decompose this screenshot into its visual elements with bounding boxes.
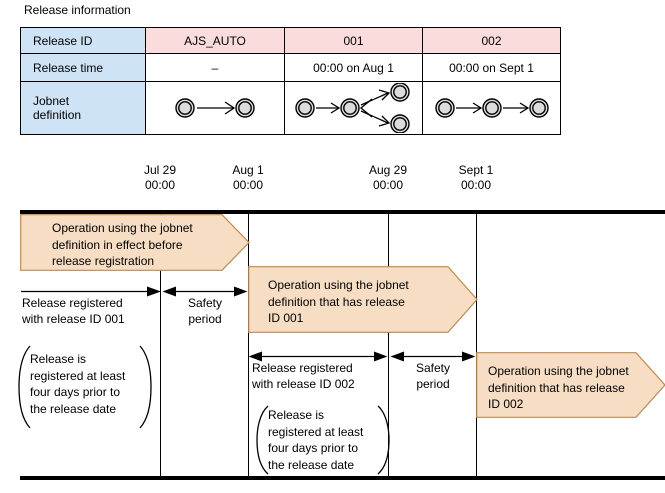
measure-label-release-001: Release registered with release ID 001 bbox=[22, 296, 125, 326]
table-row-release-time: Release time – 00:00 on Aug 1 00:00 on S… bbox=[20, 53, 561, 82]
cell-release-time-001: 00:00 on Aug 1 bbox=[284, 53, 423, 82]
note-parentheses-2 bbox=[256, 405, 390, 475]
measure-arrow-release-002 bbox=[248, 351, 388, 362]
note-text-2: Release is registered at least four days… bbox=[268, 408, 364, 472]
tick-date-sept-1: Sept 1 bbox=[458, 163, 494, 177]
tick-time-jul-29: 00:00 bbox=[144, 178, 176, 192]
cell-jobnet-ajs-auto bbox=[145, 81, 285, 135]
tick-label-sept-1: Sept 1 00:00 bbox=[441, 163, 511, 193]
banner-operation-release-002: Operation using the jobnet definition th… bbox=[476, 352, 665, 418]
table-row-release-id: Release ID AJS_AUTO 001 002 bbox=[20, 27, 561, 54]
gridline-aug-29 bbox=[388, 214, 389, 477]
gridline-aug-1 bbox=[248, 214, 249, 477]
cell-release-time-002: 00:00 on Sept 1 bbox=[422, 53, 561, 82]
banner-text-2: Operation using the jobnet definition th… bbox=[268, 278, 409, 325]
tick-label-aug-1: Aug 1 00:00 bbox=[213, 163, 283, 193]
tick-label-jul-29: Jul 29 00:00 bbox=[125, 163, 195, 193]
measure-arrow-release-001 bbox=[20, 286, 162, 297]
cell-release-time-ajs-auto: – bbox=[145, 53, 285, 82]
tick-time-aug-29: 00:00 bbox=[372, 178, 404, 192]
tick-date-aug-29: Aug 29 bbox=[368, 163, 408, 177]
row-header-release-time: Release time bbox=[20, 53, 146, 82]
table-row-jobnet-definition: Jobnet definition bbox=[20, 81, 561, 135]
cell-jobnet-001 bbox=[284, 81, 423, 135]
banner-operation-before-release: Operation using the jobnet definition in… bbox=[20, 214, 250, 271]
row-header-jobnet-definition: Jobnet definition bbox=[20, 81, 146, 135]
note-parentheses-1 bbox=[18, 345, 152, 429]
cell-release-id-ajs-auto: AJS_AUTO bbox=[145, 27, 285, 54]
row-header-jobnet-definition-text: Jobnet definition bbox=[33, 94, 82, 122]
measure-arrow-safety-period-1 bbox=[162, 286, 248, 297]
banner-shape-1 bbox=[20, 214, 250, 271]
jobnet-branch-4-icon bbox=[287, 82, 420, 134]
tick-label-aug-29: Aug 29 00:00 bbox=[353, 163, 423, 193]
banner-text-3: Operation using the jobnet definition th… bbox=[488, 364, 629, 411]
note-release-four-days-2: Release is registered at least four days… bbox=[252, 404, 394, 476]
tick-time-sept-1: 00:00 bbox=[460, 178, 492, 192]
measure-arrow-safety-period-2 bbox=[390, 351, 476, 362]
tick-date-aug-1: Aug 1 bbox=[232, 163, 264, 177]
tick-time-aug-1: 00:00 bbox=[232, 178, 264, 192]
banner-shape-3 bbox=[476, 352, 665, 418]
note-release-four-days-1: Release is registered at least four days… bbox=[14, 344, 156, 430]
jobnet-linear-3-icon bbox=[425, 82, 558, 134]
measure-label-release-002: Release registered with release ID 002 bbox=[252, 361, 355, 391]
section-title: Release information bbox=[24, 3, 131, 17]
cell-release-id-001: 001 bbox=[284, 27, 423, 54]
gridline-sept-1 bbox=[476, 214, 477, 477]
gridline-jul-29 bbox=[160, 214, 161, 477]
banner-shape-2 bbox=[248, 266, 478, 333]
jobnet-linear-2-icon bbox=[148, 82, 282, 134]
timeline-axis-top bbox=[20, 210, 665, 214]
measure-label-safety-period-1: Safety period bbox=[187, 296, 223, 326]
tick-date-jul-29: Jul 29 bbox=[143, 163, 177, 177]
banner-text-1: Operation using the jobnet definition in… bbox=[52, 221, 193, 268]
timeline-axis-bottom bbox=[20, 476, 665, 480]
cell-jobnet-002 bbox=[422, 81, 561, 135]
row-header-release-id: Release ID bbox=[20, 27, 146, 54]
measure-label-safety-period-2: Safety period bbox=[415, 361, 451, 391]
cell-release-id-002: 002 bbox=[422, 27, 561, 54]
note-text-1: Release is registered at least four days… bbox=[30, 352, 126, 416]
release-information-table: Release ID AJS_AUTO 001 002 Release time… bbox=[20, 27, 561, 135]
banner-operation-release-001: Operation using the jobnet definition th… bbox=[248, 266, 478, 333]
